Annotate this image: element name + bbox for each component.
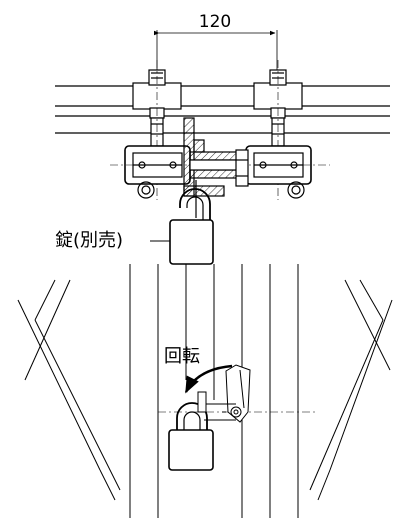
rotate-label: 回転 <box>164 346 200 367</box>
padlock-top <box>169 180 214 265</box>
right-trolley <box>245 60 312 200</box>
rotating-latch <box>204 364 251 423</box>
gate-diagonals <box>17 279 393 501</box>
gate-slats <box>129 264 299 518</box>
padlock-bottom <box>168 391 214 471</box>
dimension-120: 120 <box>153 12 278 70</box>
rotation-arrow <box>184 364 233 394</box>
left-trolley <box>124 60 191 200</box>
dimension-label: 120 <box>199 12 231 32</box>
lock-sold-separately-label: 錠(別売) <box>55 230 123 251</box>
rail-beams <box>55 85 390 134</box>
bottom-gate-assembly: 回転 <box>17 264 393 518</box>
top-assembly: 120 <box>55 12 390 265</box>
